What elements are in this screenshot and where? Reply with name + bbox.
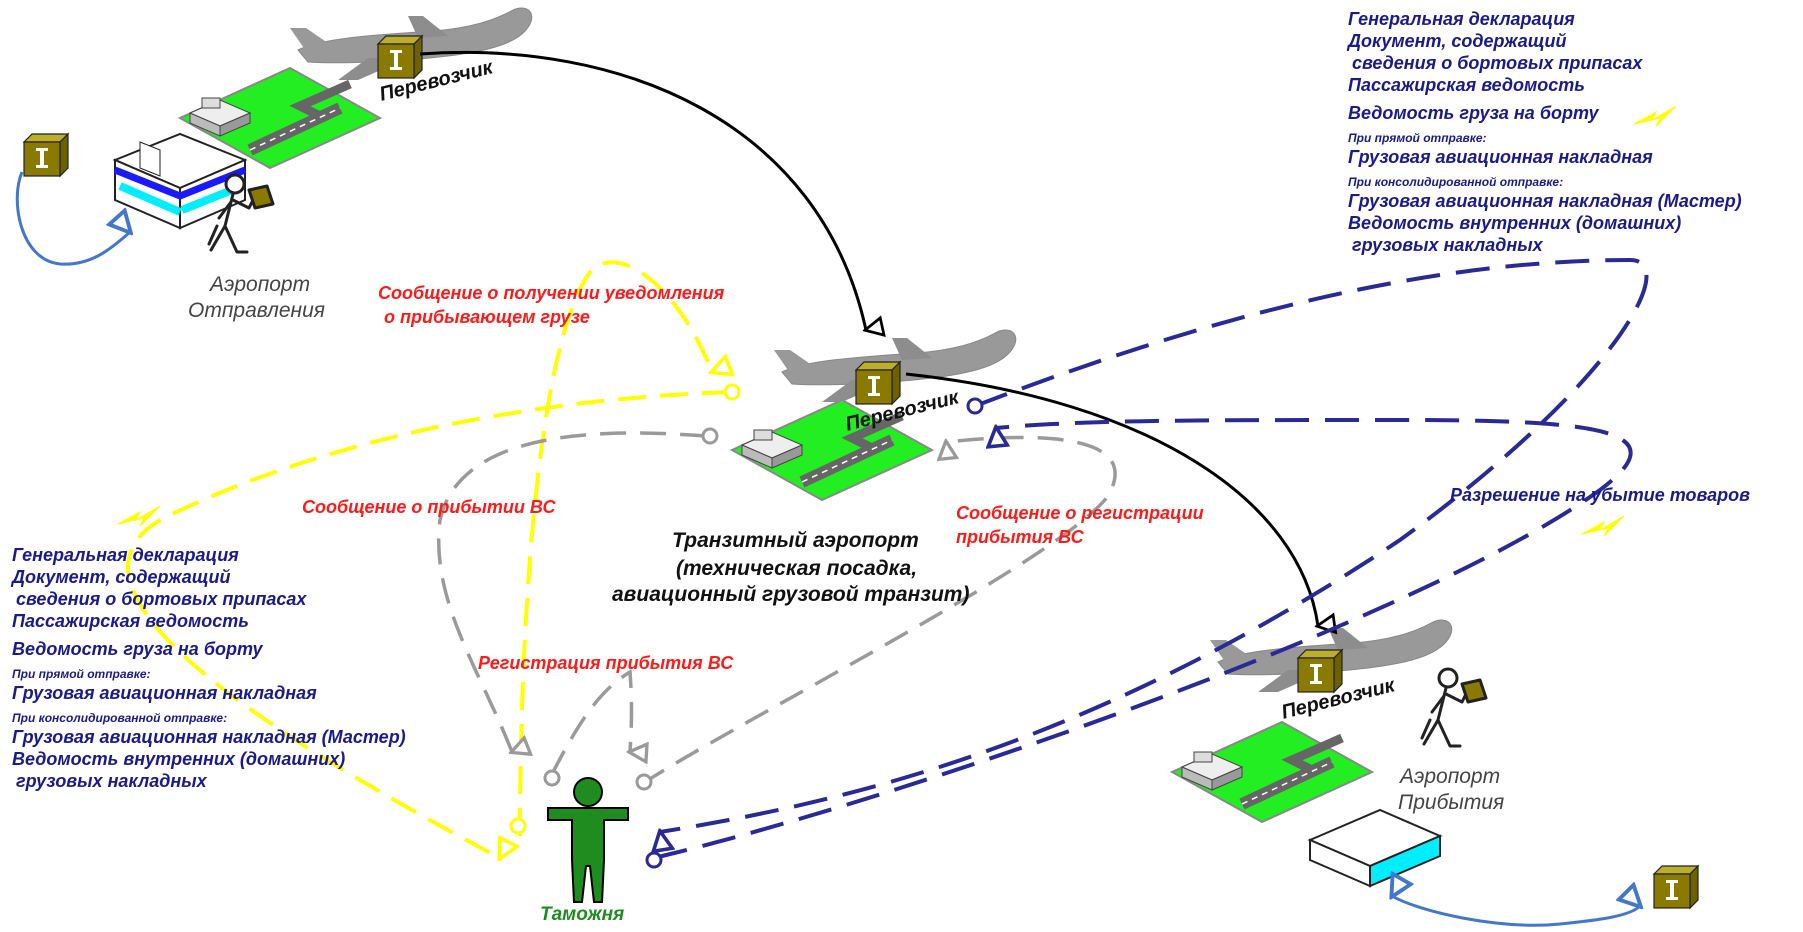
msg-departure-permission: Разрешение на убытие товаров [1450,485,1751,505]
doc-air-waybill-left: Грузовая авиационная накладная [12,683,317,703]
doc-stores-2-left: сведения о бортовых припасах [16,589,307,609]
documents-list-departure: Генеральная декларация Документ, содержа… [12,544,406,792]
doc-general-declaration: Генеральная декларация [1348,9,1575,29]
lightning-icon-right [1581,515,1625,537]
flow-yellow-documents [126,390,731,858]
origin-cargo-box-icon [23,133,69,177]
transit-airport-label-3: авиационный грузовой транзит) [612,583,970,606]
doc-direct-header: При прямой отправке: [1348,131,1487,145]
carrier-route-leg-1 [419,50,866,330]
transit-cargo-box-icon [855,361,901,405]
msg-arrival-notice-ack-1: Сообщение о получении уведомления [378,283,725,303]
doc-air-waybill: Грузовая авиационная накладная [1348,147,1653,167]
msg-arrival-registration-1: Сообщение о регистрации [956,503,1204,523]
departure-airport [15,7,533,266]
doc-cargo-manifest: Ведомость груза на борту [1348,103,1599,123]
doc-house-list-2-left: грузовых накладных [16,771,207,791]
doc-house-list-2: грузовых накладных [1352,235,1543,255]
doc-master-waybill-left: Грузовая авиационная накладная (Мастер) [12,727,406,747]
departure-cargo-box-icon [377,35,423,79]
msg-arrival-notice-ack-2: о прибывающем грузе [384,307,590,327]
arrival-local-flow [1392,896,1640,927]
carrier-route [419,50,1318,626]
gray-endpoint-customs-2 [635,773,653,791]
doc-direct-header-left: При прямой отправке: [12,667,151,681]
flow-departure-permission [653,417,1633,860]
departure-airport-label-1: Аэропорт [210,273,311,296]
blue-endpoint-transit [966,397,984,415]
customs-officer-icon [547,777,629,903]
blue-endpoint-customs [645,851,663,869]
doc-consolidated-header-left: При консолидированной отправке: [12,711,228,725]
destination-cargo-box-icon [1653,865,1699,909]
doc-consolidated-header: При консолидированной отправке: [1348,175,1564,189]
flow-arrival-notice-ack [518,260,712,837]
arrival-warehouse-icon [1307,808,1443,888]
gray-endpoint-transit [701,427,719,445]
yellow-notice-flows [126,260,731,858]
doc-general-declaration-left: Генеральная декларация [12,545,239,565]
blue-document-flows [653,257,1649,860]
arrival-airport-label-2: Прибытия [1398,791,1505,814]
arrival-porter-icon [1420,667,1488,748]
transit-airport-label-1: Транзитный аэропорт [672,529,919,552]
flow-arrival-registration-msg [641,435,1117,786]
departure-local-flow [15,171,130,266]
doc-stores-2: сведения о бортовых припасах [1352,53,1643,73]
yellow-endpoint-transit [723,383,741,401]
doc-cargo-manifest-left: Ведомость груза на борту [12,639,263,659]
departure-airport-label-2: Отправления [188,299,325,322]
doc-house-list-1-left: Ведомость внутренних (домашних) [12,749,346,769]
gray-customs-flows [437,431,1117,786]
doc-master-waybill: Грузовая авиационная накладная (Мастер) [1348,191,1742,211]
documents-list-arrival: Генеральная декларация Документ, содержа… [1348,8,1742,256]
customs-label: Таможня [540,904,625,925]
doc-house-list-1: Ведомость внутренних (домашних) [1348,213,1682,233]
flow-documents-to-customs [660,257,1649,832]
arrival-apron-icon [1172,722,1372,822]
arrival-airport [1172,619,1699,927]
yellow-endpoint-customs [509,817,527,835]
msg-aircraft-arrival: Сообщение о прибытии ВС [302,497,556,517]
flow-arrival-registration [550,669,632,775]
transit-airport-label-2: (техническая посадка, [676,557,918,580]
flow-aircraft-arrival [437,431,707,752]
arrival-cargo-box-icon [1297,649,1343,693]
doc-stores-1-left: Документ, содержащий [12,567,231,587]
msg-arrival-registration-2: прибытия ВС [956,527,1084,547]
msg-arrival-registration-customs: Регистрация прибытия ВС [478,653,734,673]
gray-endpoint-customs-1 [543,769,561,787]
doc-stores-1: Документ, содержащий [1348,31,1567,51]
arrival-airport-label-1: Аэропорт [1400,765,1501,788]
doc-passenger-manifest-left: Пассажирская ведомость [12,611,249,631]
carrier-route-leg-2 [905,372,1318,626]
doc-passenger-manifest: Пассажирская ведомость [1348,75,1585,95]
